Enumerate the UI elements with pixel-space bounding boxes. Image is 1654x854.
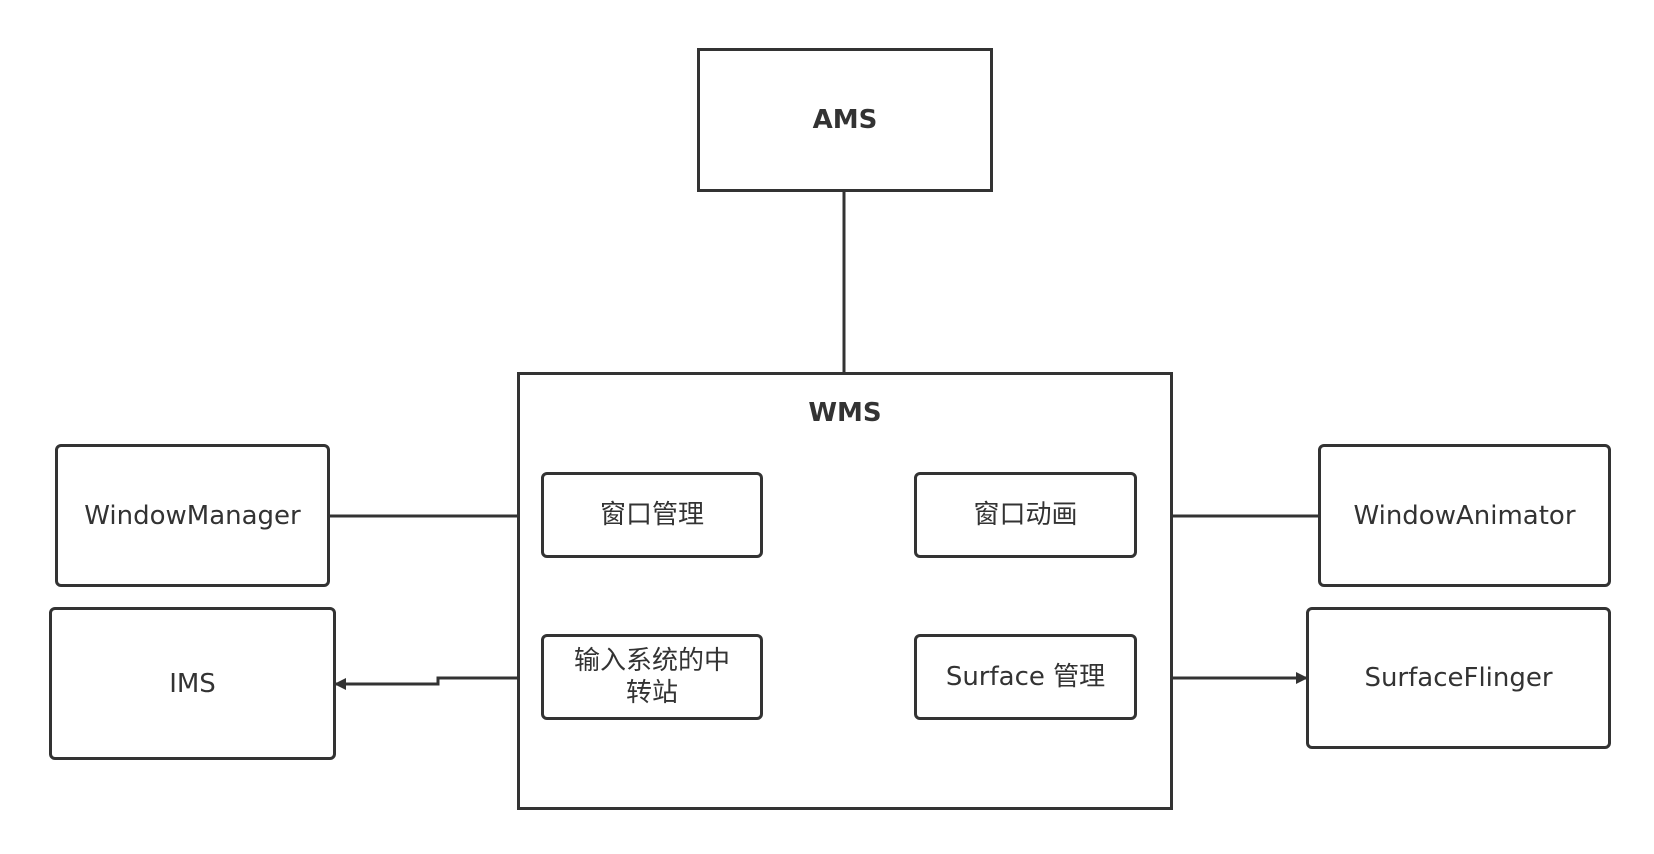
surface-management-box: Surface 管理 (914, 634, 1137, 720)
ams-label: AMS (812, 105, 878, 135)
ims-label: IMS (169, 668, 216, 699)
wms-container: WMS (517, 372, 1173, 810)
ams-box: AMS (697, 48, 993, 192)
surface-management-label: Surface 管理 (945, 662, 1106, 692)
window-animation-label: 窗口动画 (973, 500, 1078, 530)
window-management-box: 窗口管理 (541, 472, 763, 558)
wms-label: WMS (808, 398, 882, 428)
windowmanager-box: WindowManager (55, 444, 330, 587)
ims-arrow-connector (334, 676, 541, 690)
windowanimator-label: WindowAnimator (1353, 500, 1576, 531)
surfaceflinger-label: SurfaceFlinger (1364, 663, 1553, 693)
window-animation-box: 窗口动画 (914, 472, 1137, 558)
surfaceflinger-box: SurfaceFlinger (1306, 607, 1611, 749)
windowmanager-label: WindowManager (84, 500, 301, 531)
input-relay-label-line2: 转站 (625, 678, 678, 708)
windowanimator-box: WindowAnimator (1318, 444, 1611, 587)
input-relay-label-line1: 输入系统的中 (573, 646, 730, 676)
window-management-label: 窗口管理 (599, 500, 704, 530)
ims-box: IMS (49, 607, 336, 760)
input-relay-box: 输入系统的中 转站 (541, 634, 763, 720)
